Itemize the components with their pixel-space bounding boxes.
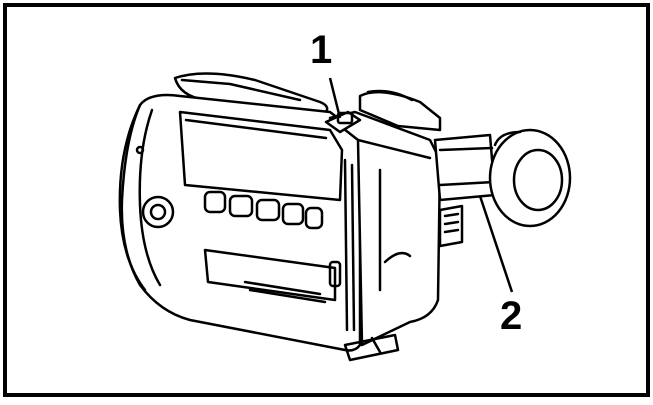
- callout-label-1: 1: [310, 28, 333, 72]
- camcorder-body: [118, 72, 572, 362]
- leader-line-2: [478, 195, 514, 293]
- leader-line-1: [328, 77, 342, 119]
- callout-label-2: 2: [500, 294, 523, 338]
